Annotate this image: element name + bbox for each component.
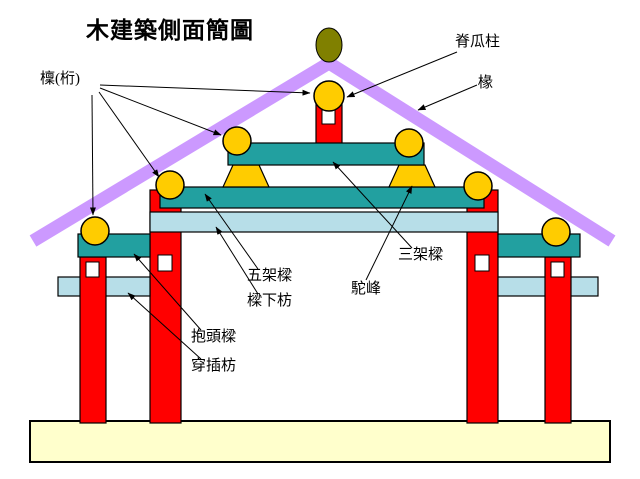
leader-purlin-lower: [89, 94, 96, 216]
leader-baotou-beam: [133, 253, 202, 331]
outer-column-right-mortise: [550, 261, 565, 278]
five-purlin-beam-shape: [159, 186, 485, 209]
outer-column-left: [79, 256, 107, 424]
leader-purlin-mid: [98, 91, 160, 178]
purlin-circle: [222, 126, 252, 156]
label-three-purlin-beam: 三架樑: [398, 247, 444, 263]
label-purlin: 檁(桁): [40, 71, 80, 87]
three-purlin-beam-shape: [227, 142, 425, 166]
camel-hump-right: [388, 164, 436, 188]
leader-rafter: [417, 84, 478, 111]
rafter-shape: [29, 55, 616, 247]
leader-beam-lower-tie: [215, 226, 259, 295]
inner-column-right-mortise: [474, 254, 490, 272]
purlin-circle: [394, 128, 424, 158]
purlin-circle: [463, 171, 493, 201]
camel-hump-left: [222, 164, 270, 188]
label-camel-hump: 駝峰: [351, 281, 382, 297]
leader-lines: [89, 51, 478, 360]
label-ridge-post: 脊瓜柱: [455, 34, 501, 50]
foundation-platform: [29, 420, 611, 463]
label-chuancha-tie: 穿插枋: [191, 358, 237, 374]
leader-ridge-post: [346, 51, 458, 98]
label-baotou-beam: 抱頭樑: [191, 329, 237, 345]
leader-five-purlin-beam: [204, 193, 259, 270]
label-beam-lower-tie: 樑下枋: [247, 293, 293, 309]
inner-column-left-mortise: [157, 254, 173, 272]
leader-chuancha-tie: [127, 292, 202, 360]
purlin-circle: [541, 217, 571, 247]
purlin-circle: [155, 170, 185, 200]
page-title: 木建築側面簡圖: [86, 18, 254, 43]
purlin-circles: [80, 80, 571, 247]
label-five-purlin-beam: 五架樑: [247, 268, 293, 284]
leader-purlin-apex: [99, 84, 311, 96]
ridge-post-mortise: [321, 109, 336, 125]
leader-camel-hump: [365, 185, 413, 281]
purlin-circle-apex: [313, 80, 345, 112]
leader-three-purlin-beam: [332, 161, 413, 249]
purlin-circle: [80, 216, 110, 246]
ridge-finial: [315, 27, 343, 63]
outer-column-left-mortise: [85, 261, 100, 278]
leader-purlin-upper: [99, 87, 222, 136]
beam-lower-tie-shape: [149, 211, 499, 233]
label-rafter: 椽: [478, 75, 494, 91]
outer-column-right: [544, 256, 572, 424]
